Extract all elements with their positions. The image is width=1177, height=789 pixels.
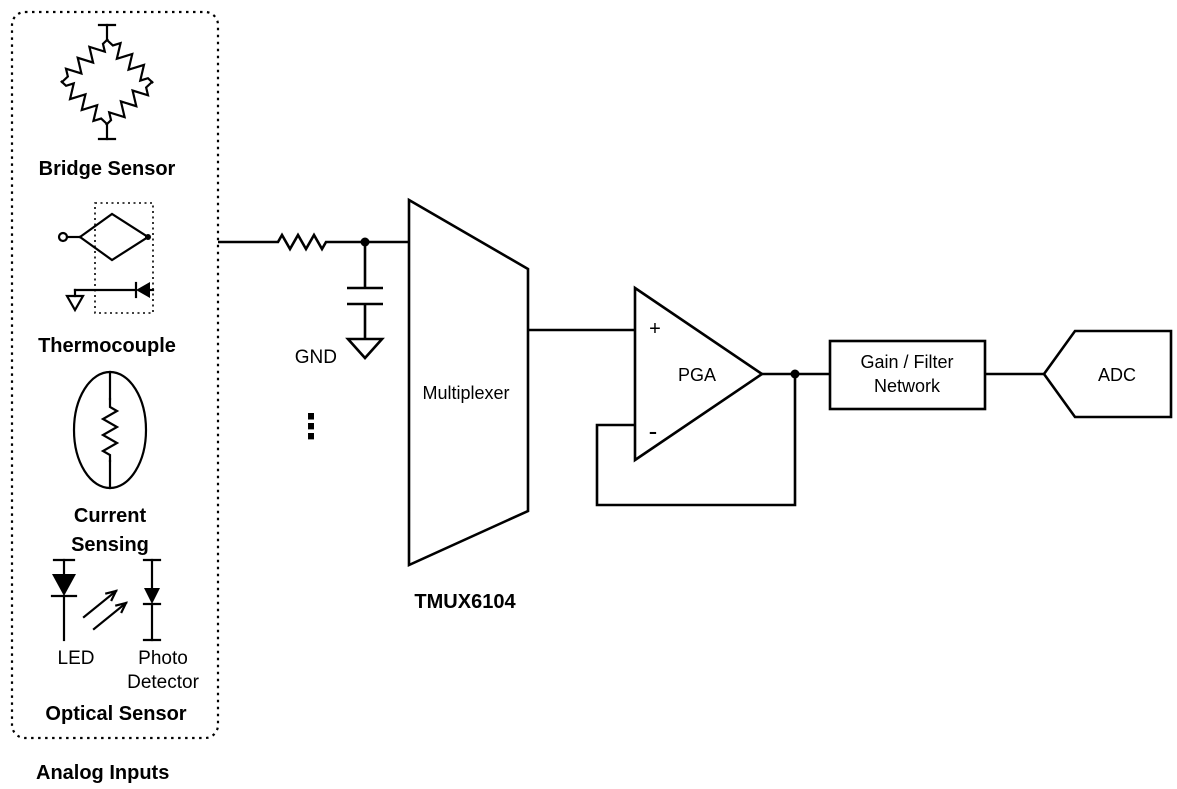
analog-inputs-dashed-box (10, 10, 220, 740)
bridge-sensor-label: Bridge Sensor (39, 158, 176, 180)
pga-label: PGA (678, 365, 716, 385)
pga-noninverting-input: + (649, 318, 661, 340)
adc-block (1042, 329, 1173, 419)
ground-symbol (345, 337, 385, 360)
pga-inverting-input: - (649, 416, 658, 446)
pga-opamp (633, 285, 765, 463)
adc-label: ADC (1098, 365, 1136, 385)
channel-ellipsis-icon: ⋮ (294, 407, 328, 447)
led-label: LED (58, 648, 95, 669)
analog-inputs-title: Analog Inputs (36, 762, 169, 784)
photo-detector-icon (142, 558, 162, 642)
multiplexer-label: Multiplexer (422, 383, 509, 403)
series-resistor (268, 233, 334, 251)
pga-feedback-wire (595, 374, 797, 507)
filter-capacitor (347, 242, 383, 339)
light-arrows-icon (82, 589, 129, 631)
led-icon (50, 558, 78, 642)
current-sensing-icon (72, 370, 148, 490)
optical-sensor-label: Optical Sensor (45, 703, 186, 725)
junction-dot-output (790, 369, 800, 379)
gnd-label: GND (295, 347, 337, 368)
photo-detector-label-line2: Detector (127, 672, 199, 693)
photo-detector-label-line1: Photo (138, 648, 188, 669)
current-sensing-label-line1: Current (74, 505, 147, 527)
multiplexer-part-number: TMUX6104 (414, 591, 516, 613)
input-wire (218, 233, 409, 251)
bridge-sensor-icon (55, 23, 159, 141)
optical-sensor-icon (50, 558, 162, 642)
gain-filter-label-line2: Network (874, 376, 941, 396)
current-sensing-label-line2: Sensing (71, 534, 149, 556)
multiplexer-block (407, 197, 530, 568)
gain-filter-label-line1: Gain / Filter (860, 352, 953, 372)
thermocouple-icon (57, 202, 155, 314)
thermocouple-label: Thermocouple (38, 335, 176, 357)
